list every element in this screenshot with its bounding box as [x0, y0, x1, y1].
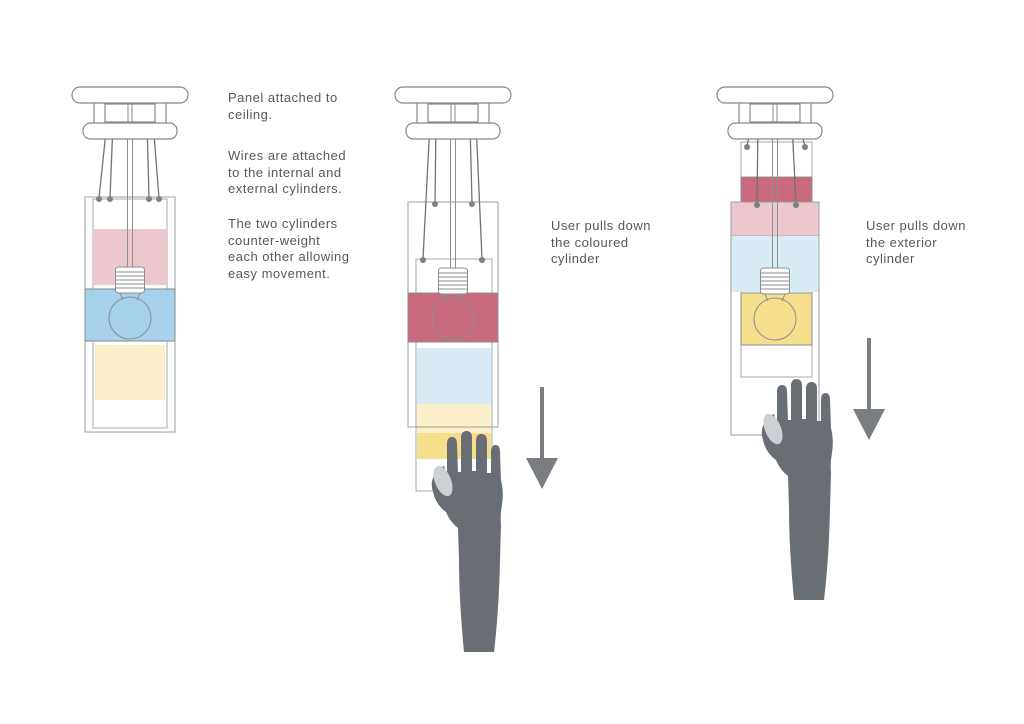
down-arrow-icon — [526, 387, 558, 489]
wire-anchors — [96, 196, 162, 202]
note-counterweight: The two cylinders counter-weight each ot… — [228, 216, 350, 282]
caption-pull-exterior: User pulls down the exterior cylinder — [866, 218, 966, 268]
ceiling-panel — [394, 86, 512, 140]
note-panel: Panel attached to ceiling. — [228, 90, 338, 123]
caption-line: the coloured — [551, 234, 629, 250]
note-line: counter-weight — [228, 232, 321, 248]
note-line: to the internal and — [228, 164, 342, 180]
note-line: ceiling. — [228, 106, 273, 122]
down-arrow-icon — [853, 338, 885, 440]
lamp-pull-exterior — [716, 86, 885, 600]
caption-line: the exterior — [866, 234, 938, 250]
caption-pull-coloured: User pulls down the coloured cylinder — [551, 218, 651, 268]
pink-band — [730, 201, 820, 237]
ceiling-panel — [71, 86, 189, 140]
rose-band — [407, 292, 499, 343]
rose-band — [740, 176, 813, 203]
caption-line: User pulls down — [551, 218, 651, 233]
yellow-light-band — [417, 404, 491, 433]
note-line: Panel attached to — [228, 90, 338, 105]
note-line: each other allowing — [228, 249, 350, 264]
lamp-pull-coloured — [394, 86, 558, 652]
ceiling-panel — [716, 86, 834, 140]
blue-band — [84, 288, 176, 342]
hand-pulling — [759, 379, 833, 600]
blue-light-band — [417, 348, 491, 404]
lamp-resting — [71, 86, 189, 433]
note-line: The two cylinders — [228, 216, 338, 231]
caption-line: User pulls down — [866, 218, 966, 233]
yellow-band — [740, 292, 813, 346]
caption-line: cylinder — [866, 251, 915, 266]
note-wires: Wires are attached to the internal and e… — [228, 148, 346, 198]
note-line: external cylinders. — [228, 181, 343, 196]
caption-line: cylinder — [551, 251, 600, 266]
wire-anchors — [420, 201, 485, 263]
note-line: Wires are attached — [228, 148, 347, 163]
yellow-band — [95, 345, 165, 400]
note-line: easy movement. — [228, 265, 331, 281]
wire-anchors — [744, 144, 808, 208]
